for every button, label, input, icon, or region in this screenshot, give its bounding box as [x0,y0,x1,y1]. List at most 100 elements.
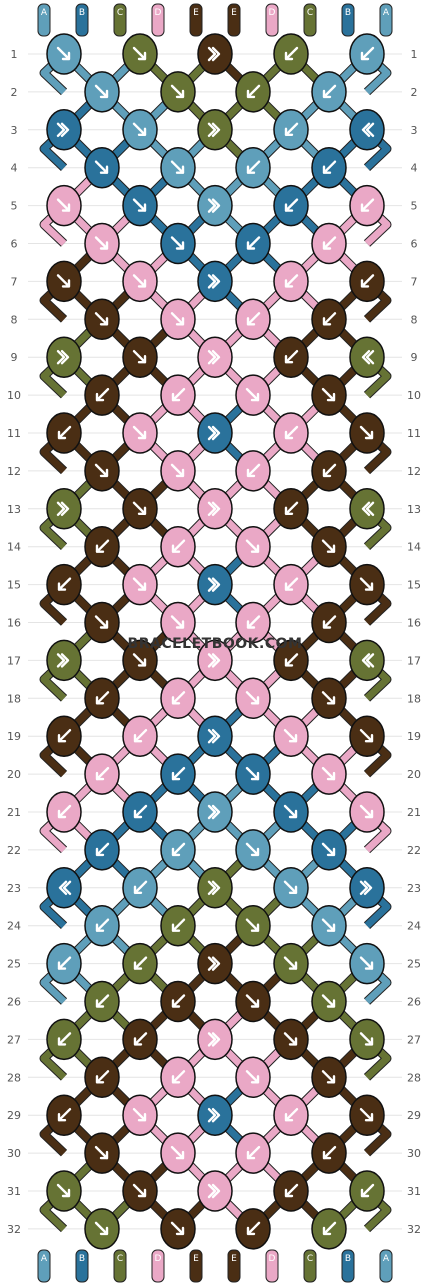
knot-direction-arrow [132,122,147,137]
knot-direction-arrow [321,766,336,781]
knot-direction-arrow [56,274,71,288]
knot [160,374,196,416]
row-number-left: 30 [7,1147,21,1160]
knot [160,146,196,189]
knot [235,222,271,265]
knot-direction-arrow [359,956,374,970]
knot-direction-arrow [94,312,109,326]
knot [84,980,120,1023]
row-number-right: 17 [407,654,421,667]
row-number-left: 25 [7,958,21,971]
knot-direction-arrow [245,994,260,1008]
knot-direction-arrow [246,1221,261,1236]
knot [273,109,309,151]
knot [235,298,271,341]
row-number-right: 2 [411,86,418,99]
knot-direction-arrow [321,842,336,857]
knot [311,1208,347,1250]
knot-direction-arrow [246,160,261,174]
strand-tab-top [227,3,241,37]
knot-direction-arrow [170,236,185,250]
knot-direction-arrow [361,501,375,516]
strand-letter: E [193,1254,199,1264]
knot [235,601,271,644]
row-number-right: 32 [407,1223,421,1236]
knot [122,715,158,757]
row-number-right: 29 [407,1109,421,1122]
row-number-left: 2 [11,86,18,99]
knot [197,488,233,530]
strand-tab-top [303,3,317,37]
strand-letter: A [383,1254,390,1264]
knot-direction-arrow [322,1145,337,1160]
strand-tab-top [189,3,203,37]
knot [84,904,120,947]
row-number-right: 7 [411,275,418,288]
strand-letter: B [79,8,85,18]
strand-letter: D [155,8,162,18]
knot [197,867,233,909]
strand-tab-bottom [37,1249,51,1283]
knot-direction-arrow [56,653,70,668]
knot-direction-arrow [171,1070,186,1084]
strand-tab-top [113,3,127,37]
knot [122,639,158,682]
knot [197,412,233,454]
knot [311,298,347,341]
row-number-left: 3 [11,124,18,137]
strand-tab-top [151,3,165,37]
knot [122,942,158,985]
knot [160,980,196,1023]
row-number-right: 5 [411,200,418,213]
knot [84,677,120,720]
knot [311,1132,347,1174]
knot [349,1018,385,1061]
knot [197,563,233,606]
knot [273,563,309,606]
row-number-right: 3 [411,124,418,137]
knot [122,867,158,909]
knot-direction-arrow [94,236,109,250]
knot-direction-arrow [246,236,261,250]
knot [311,1056,347,1099]
knot-direction-arrow [132,653,147,667]
row-number-left: 6 [11,238,18,251]
knot [160,1208,196,1250]
knot-direction-arrow [283,729,298,743]
row-number-right: 18 [407,692,421,705]
knot [46,1094,82,1136]
knot-direction-arrow [94,615,109,629]
knot-direction-arrow [207,804,221,820]
knot-direction-arrow [95,918,110,932]
row-number-left: 1 [11,48,18,61]
row-number-right: 27 [407,1033,421,1046]
knot-direction-arrow [360,198,375,212]
knot-direction-arrow [284,46,299,61]
knot-direction-arrow [322,84,337,99]
knot-direction-arrow [321,387,336,402]
knot-direction-arrow [170,463,185,478]
knot [235,753,271,795]
knot-direction-arrow [57,1107,72,1122]
knot [122,33,158,75]
row-number-right: 13 [407,503,421,516]
knot [160,601,196,644]
knot-direction-arrow [361,122,375,138]
knot-direction-arrow [57,425,72,440]
knot [197,791,233,833]
row-number-left: 21 [7,806,21,819]
knot [122,563,158,606]
knot-direction-arrow [360,274,375,288]
knot [311,829,347,871]
knot [46,412,82,454]
knot-direction-arrow [207,122,221,138]
knot [160,525,196,568]
knot-direction-arrow [207,46,221,62]
strand-letter: B [345,1254,351,1264]
strand-tab-bottom [227,1249,241,1283]
strand-tab-bottom [189,1249,203,1283]
knot-direction-arrow [284,425,299,440]
knot-direction-arrow [132,1107,147,1122]
knot-direction-arrow [171,842,186,857]
